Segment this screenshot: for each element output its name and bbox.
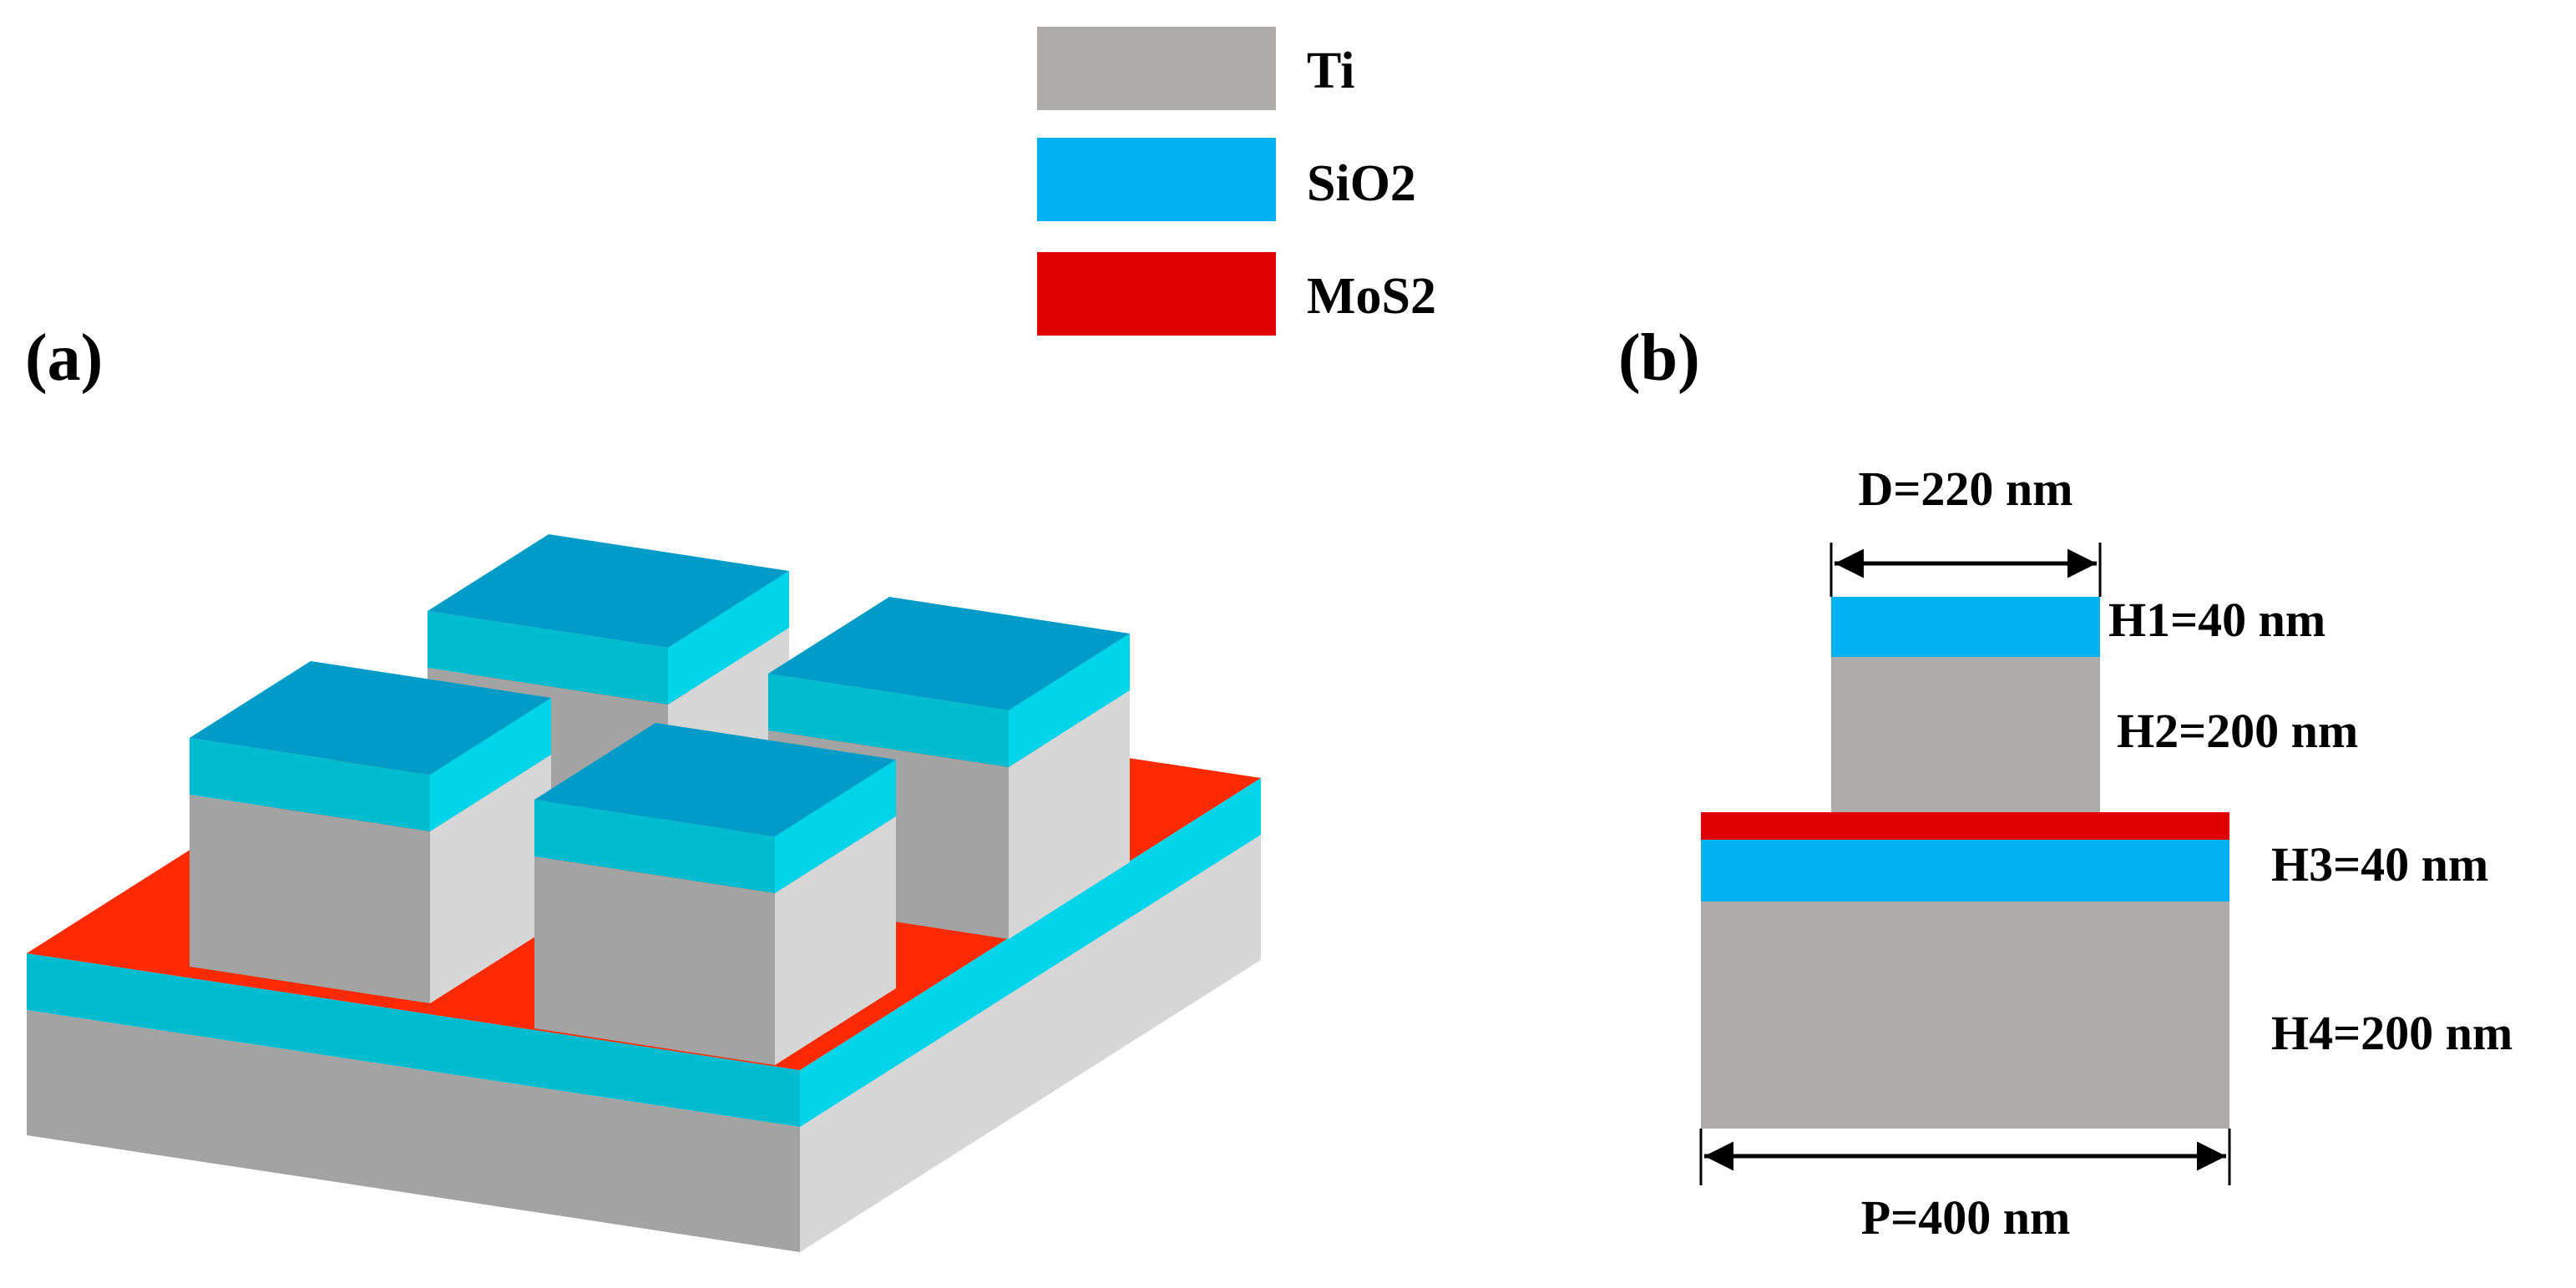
pillar-front bbox=[534, 723, 896, 1065]
cross-section-sio2-layer bbox=[1701, 840, 2229, 902]
substrate-ti-front bbox=[27, 1010, 800, 1252]
cross-section-ti-substrate bbox=[1701, 902, 2229, 1129]
substrate-sio2-front bbox=[27, 953, 800, 1127]
h2-dimension-label: H2=200 nm bbox=[2117, 704, 2358, 758]
legend-label-mos2: MoS2 bbox=[1307, 268, 1436, 325]
pillar-left bbox=[190, 661, 551, 1003]
legend-swatch-mos2 bbox=[1037, 252, 1276, 336]
panel-b-label: (b) bbox=[1618, 321, 1700, 395]
p-dimension-label: P=400 nm bbox=[1861, 1190, 2071, 1245]
d-dimension-label: D=220 nm bbox=[1858, 462, 2072, 516]
cross-section-sio2-cap bbox=[1831, 597, 2100, 657]
legend-label-ti: Ti bbox=[1307, 43, 1354, 99]
legend-label-sio2: SiO2 bbox=[1307, 155, 1416, 212]
cross-section-ti-pillar bbox=[1831, 657, 2100, 812]
substrate-sio2-side bbox=[800, 778, 1261, 1127]
panel-b-cross-section: D=220 nm P=400 nm H1=40 nm H2=200 nm H3=… bbox=[1699, 462, 2513, 1245]
panel-a-label: (a) bbox=[25, 321, 103, 395]
legend-swatch-ti bbox=[1037, 27, 1276, 110]
h4-dimension-label: H4=200 nm bbox=[2271, 1006, 2513, 1060]
h1-dimension-label: H1=40 nm bbox=[2108, 593, 2325, 647]
cross-section-mos2-layer bbox=[1701, 812, 2229, 840]
h3-dimension-label: H3=40 nm bbox=[2271, 837, 2488, 891]
substrate-ti-side bbox=[800, 835, 1261, 1252]
panel-a-3d-structure bbox=[27, 534, 1261, 1252]
legend: Ti SiO2 MoS2 bbox=[1037, 27, 1436, 336]
legend-swatch-sio2 bbox=[1037, 138, 1276, 221]
